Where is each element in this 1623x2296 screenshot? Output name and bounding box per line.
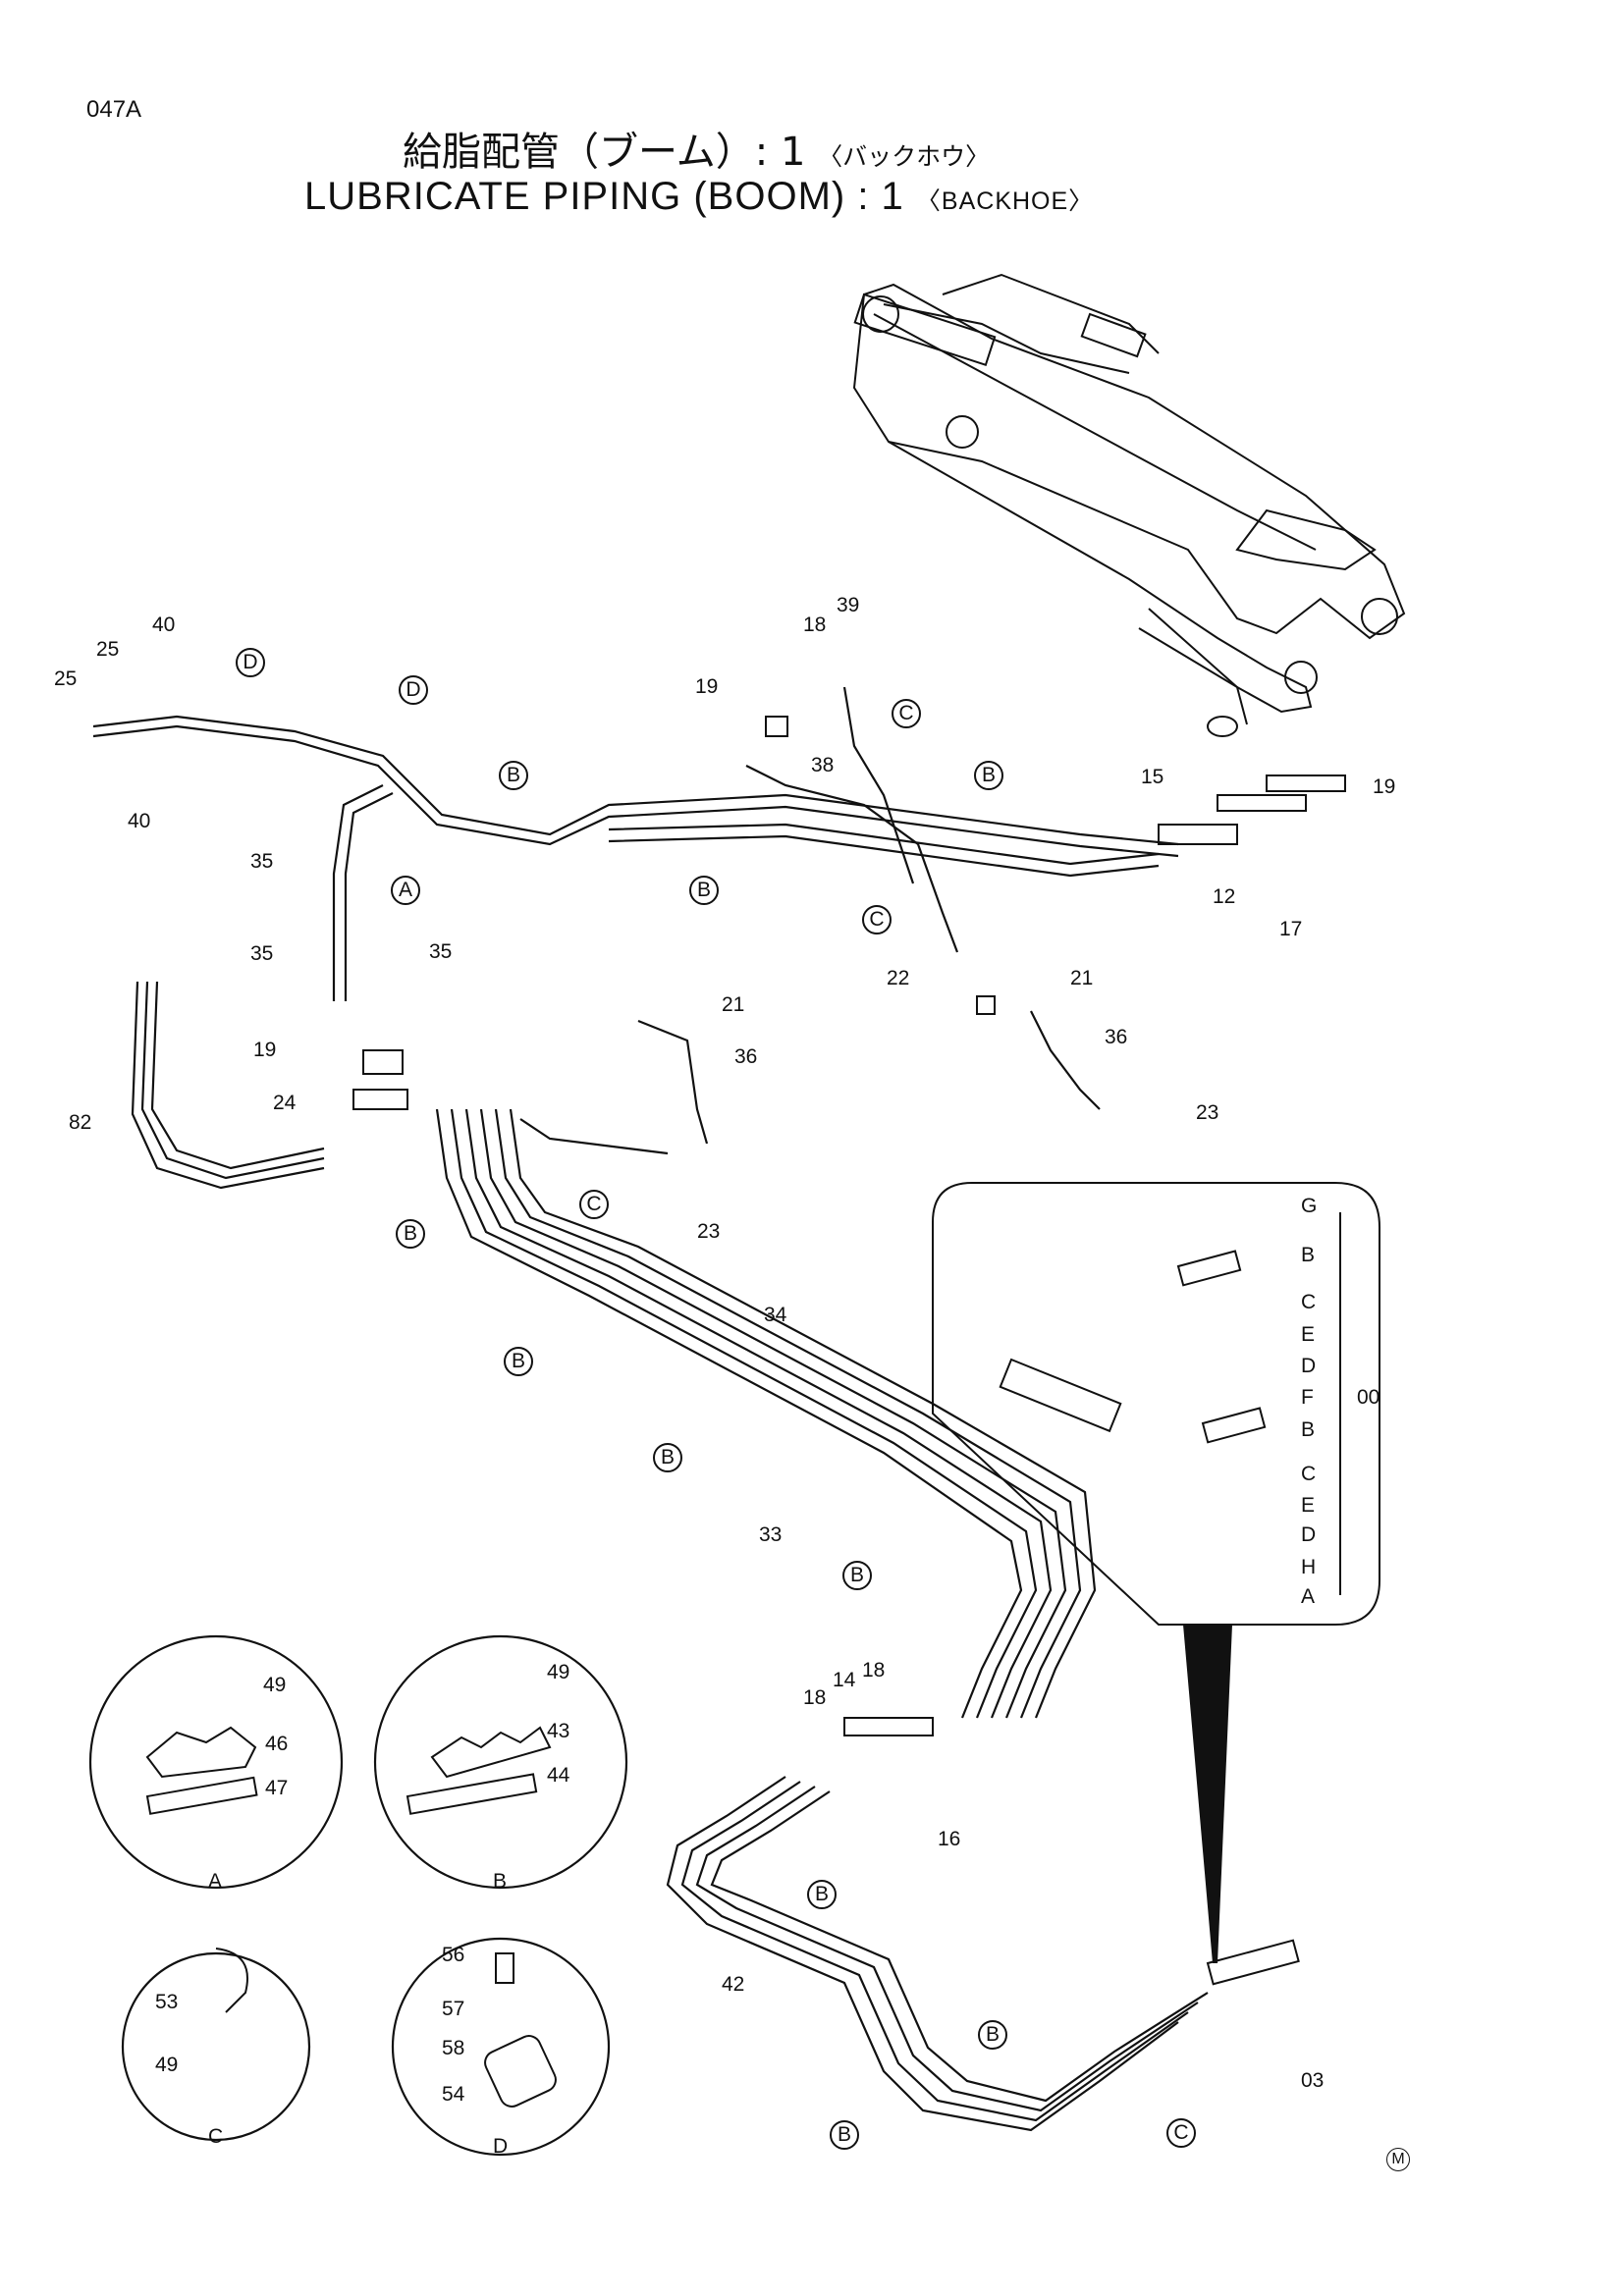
view-callout: C [1166, 2118, 1196, 2148]
view-callout: B [974, 761, 1003, 790]
part-number: 35 [429, 940, 453, 963]
part-number: 23 [697, 1220, 721, 1243]
detail-label-d: D [493, 2135, 509, 2158]
part-number: 17 [1279, 918, 1303, 940]
manifold-port-label: B [1301, 1418, 1316, 1441]
manifold-port-label: E [1301, 1323, 1316, 1346]
manifold-port-label: E [1301, 1494, 1316, 1517]
title-japanese: 給脂配管（ブーム）: 1 〈バックホウ〉 [403, 120, 990, 177]
detail-contents [145, 1726, 557, 2108]
view-callout: B [396, 1219, 425, 1249]
part-number: 49 [547, 1661, 570, 1683]
title-en-main: LUBRICATE PIPING (BOOM) : 1 [304, 175, 904, 218]
lower-harness [666, 1625, 1300, 2132]
part-number: 22 [887, 967, 910, 989]
manifold-code: 00 [1357, 1386, 1380, 1409]
manifold-port-label: G [1301, 1195, 1318, 1217]
view-callout: B [504, 1347, 533, 1376]
view-callout: B [978, 2020, 1007, 2050]
part-number: 24 [273, 1092, 297, 1114]
view-callout: B [807, 1880, 837, 1909]
view-callout: C [862, 905, 892, 934]
part-number: 18 [862, 1659, 886, 1682]
part-number: 36 [734, 1045, 758, 1068]
view-callout: B [653, 1443, 682, 1472]
title-en-sub: 〈BACKHOE〉 [915, 187, 1095, 215]
manifold-port-label: D [1301, 1355, 1317, 1377]
part-number: 12 [1213, 885, 1236, 908]
title-english: LUBRICATE PIPING (BOOM) : 1 〈BACKHOE〉 [304, 175, 1094, 219]
part-number: 36 [1105, 1026, 1128, 1048]
part-number: 47 [265, 1777, 289, 1799]
part-number: 16 [938, 1828, 961, 1850]
part-number: 25 [96, 638, 120, 661]
part-number: 42 [722, 1973, 745, 1996]
manifold-port-label: C [1301, 1291, 1317, 1313]
part-number: 18 [803, 1686, 827, 1709]
part-number: 38 [811, 754, 835, 776]
part-number: 18 [803, 614, 827, 636]
manifold-port-label: A [1301, 1585, 1316, 1608]
part-number: 19 [1373, 775, 1396, 798]
view-callout: B [830, 2120, 859, 2150]
part-number: 40 [152, 614, 176, 636]
boom-illustration [852, 273, 1406, 737]
part-number: 57 [442, 1998, 465, 2020]
manifold-port-label: B [1301, 1244, 1316, 1266]
part-number: 15 [1141, 766, 1164, 788]
detail-label-a: A [208, 1870, 223, 1893]
part-number: 40 [128, 810, 151, 832]
part-number: 49 [155, 2054, 179, 2076]
view-callout: D [399, 675, 428, 705]
part-number: 34 [764, 1304, 787, 1326]
detail-label-b: B [493, 1870, 508, 1893]
view-callout: C [579, 1190, 609, 1219]
part-number: 35 [250, 850, 274, 873]
part-number: 56 [442, 1944, 465, 1966]
part-number: 23 [1196, 1101, 1219, 1124]
detail-label-c: C [208, 2125, 224, 2148]
main-harness [435, 1108, 1097, 1719]
part-number: 19 [253, 1039, 277, 1061]
part-number: 39 [837, 594, 860, 616]
part-number: 46 [265, 1733, 289, 1755]
title-jp-main: 給脂配管（ブーム）: 1 [403, 130, 806, 175]
page-code: 047A [86, 96, 142, 123]
manifold-port-label: D [1301, 1523, 1317, 1546]
part-number: 19 [695, 675, 719, 698]
detail-circle-a [88, 1634, 344, 1890]
part-number: 58 [442, 2037, 465, 2059]
part-number: 44 [547, 1764, 570, 1787]
part-number: 21 [1070, 967, 1094, 989]
part-number: 35 [250, 942, 274, 965]
part-number: 54 [442, 2083, 465, 2106]
part-number: 14 [833, 1669, 856, 1691]
manifold-port-label: F [1301, 1386, 1314, 1409]
part-number: 33 [759, 1523, 783, 1546]
mark-symbol: M [1386, 2148, 1410, 2171]
detail-circle-c [121, 1951, 311, 2142]
upper-piping [92, 686, 1346, 1190]
manifold-port-label: H [1301, 1556, 1317, 1578]
view-callout: A [391, 876, 420, 905]
title-jp-sub: 〈バックホウ〉 [818, 142, 991, 171]
view-callout: B [842, 1561, 872, 1590]
part-number: 82 [69, 1111, 92, 1134]
part-number: 25 [54, 667, 78, 690]
part-number: 21 [722, 993, 745, 1016]
part-number: 03 [1301, 2069, 1325, 2092]
manifold-port-label: C [1301, 1463, 1317, 1485]
view-callout: B [499, 761, 528, 790]
part-number: 49 [263, 1674, 287, 1696]
part-number: 53 [155, 1991, 179, 2013]
part-number: 43 [547, 1720, 570, 1742]
detail-circle-d [391, 1937, 611, 2157]
view-callout: C [892, 699, 921, 728]
view-callout: B [689, 876, 719, 905]
manifold-detail [932, 1182, 1380, 1626]
view-callout: D [236, 648, 265, 677]
